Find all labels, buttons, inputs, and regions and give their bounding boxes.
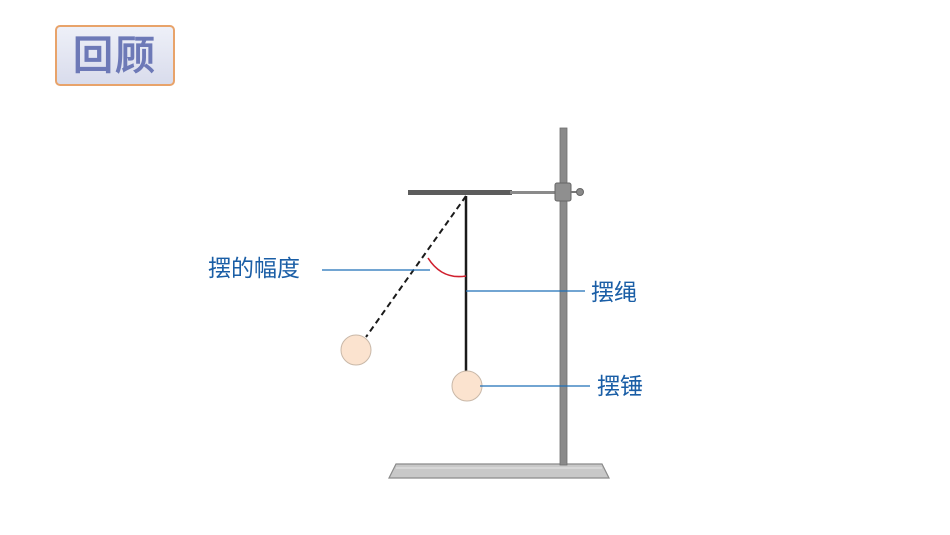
swung-rope-dashed (365, 195, 467, 338)
amplitude-arc (427, 257, 467, 278)
swung-bob (340, 334, 372, 366)
label-rope: 摆绳 (591, 280, 637, 306)
pendulum-bob (451, 370, 483, 402)
crossbar-rod (510, 191, 556, 194)
review-badge: 回顾 (55, 25, 175, 86)
label-bob: 摆锤 (597, 374, 643, 400)
label-amplitude: 摆的幅度 (208, 256, 300, 282)
review-title: 回顾 (73, 32, 157, 79)
crossbar (408, 190, 512, 195)
stand-base (388, 463, 610, 479)
clamp (554, 182, 572, 202)
clamp-screw-knob (576, 188, 584, 196)
stand-pole (559, 127, 568, 466)
